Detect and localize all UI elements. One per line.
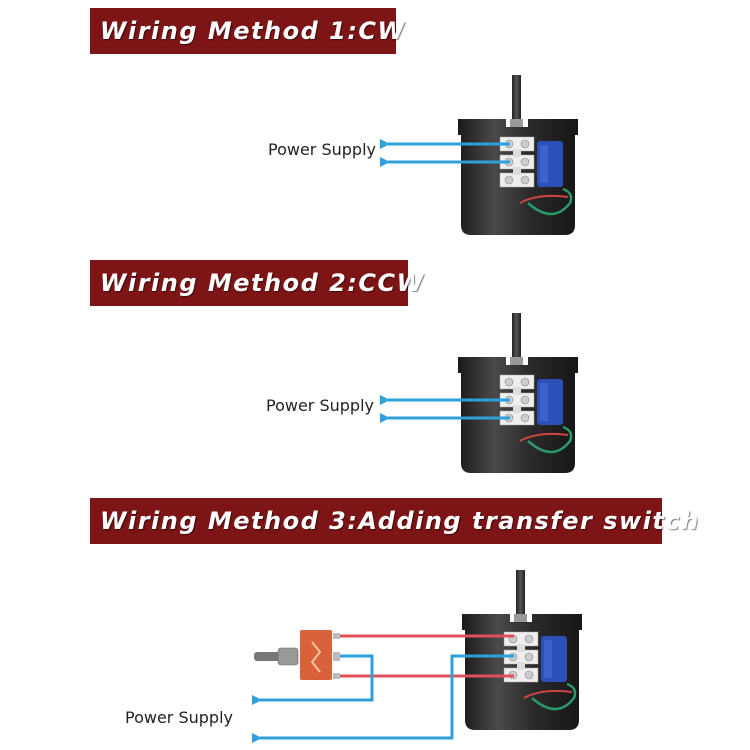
section-3-wire-blue-switch — [252, 654, 374, 705]
section-2-title: Wiring Method 2:CCW — [100, 269, 425, 297]
section-3-title: Wiring Method 3:Adding transfer switch — [100, 507, 700, 535]
section-3-title-banner: Wiring Method 3:Adding transfer switch — [90, 498, 698, 544]
section-1-power-supply-label: Power Supply — [268, 140, 376, 159]
section-2-title-banner: Wiring Method 2:CCW — [90, 260, 423, 306]
section-3-power-supply-label: Power Supply — [125, 708, 233, 727]
section-3-wire-blue-motor — [252, 654, 514, 743]
section-3-motor — [460, 568, 584, 732]
section-1-motor — [456, 73, 580, 237]
section-1-title: Wiring Method 1:CW — [100, 17, 406, 45]
section-2-power-supply-label: Power Supply — [266, 396, 374, 415]
section-2-motor — [456, 311, 580, 475]
section-1-title-banner: Wiring Method 1:CW — [90, 8, 404, 54]
toggle-switch-icon — [254, 630, 340, 680]
